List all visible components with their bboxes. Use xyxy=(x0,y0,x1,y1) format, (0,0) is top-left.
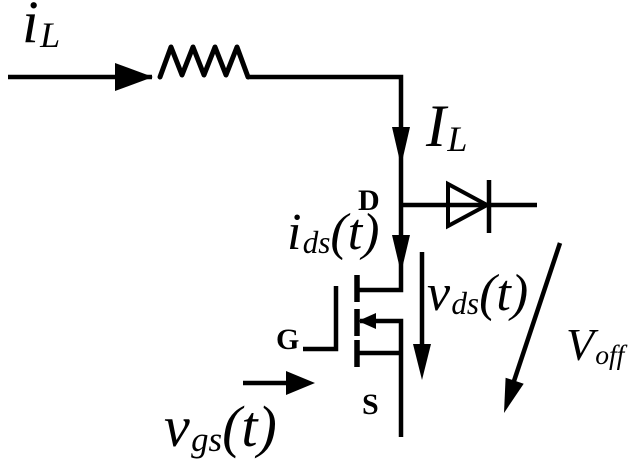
label-drain-current: ids(t) xyxy=(287,207,380,259)
label-inductor-current-base: i xyxy=(22,0,39,55)
label-drain-source-voltage: vds(t) xyxy=(427,268,528,320)
diode-icon xyxy=(446,180,492,230)
label-dc-inductor-current-sub: L xyxy=(447,119,468,160)
inductor-coil xyxy=(157,44,251,80)
label-drain-current-sub: ds xyxy=(302,225,331,261)
vds-arrowhead xyxy=(413,344,431,380)
label-voff-base: V xyxy=(566,319,595,370)
label-gate-source-voltage: vgs(t) xyxy=(164,398,277,458)
mosfet-body-arrowhead xyxy=(358,313,376,329)
mosfet-gate-electrode xyxy=(303,286,339,352)
vgs-arrowhead xyxy=(286,371,315,395)
label-vds-sub: ds xyxy=(451,286,480,322)
main-wire xyxy=(248,74,404,293)
label-gate-terminal: G xyxy=(276,323,300,356)
label-vds-base: v xyxy=(427,265,451,322)
label-drain-current-base: i xyxy=(287,204,302,261)
voff-arrow-shaft xyxy=(511,242,563,382)
ids-arrowhead xyxy=(392,235,410,273)
voff-arrowhead xyxy=(504,377,524,413)
label-dc-inductor-current: IL xyxy=(426,96,467,157)
label-source-terminal: S xyxy=(362,388,379,421)
label-inductor-current: iL xyxy=(22,0,60,53)
label-vds-arg: (t) xyxy=(479,265,529,322)
label-inductor-current-sub: L xyxy=(40,15,61,56)
il-flow-arrowhead xyxy=(115,63,153,91)
label-vgs-base: v xyxy=(164,394,190,459)
label-drain-terminal: D xyxy=(358,184,380,217)
label-vgs-sub: gs xyxy=(191,419,223,459)
IL-arrowhead xyxy=(392,127,410,166)
label-vgs-arg: (t) xyxy=(222,394,277,459)
label-dc-inductor-current-base: I xyxy=(426,93,446,159)
label-drain-current-arg: (t) xyxy=(330,204,380,261)
label-voff-sub: off xyxy=(595,338,625,370)
label-off-voltage: Voff xyxy=(566,319,625,370)
